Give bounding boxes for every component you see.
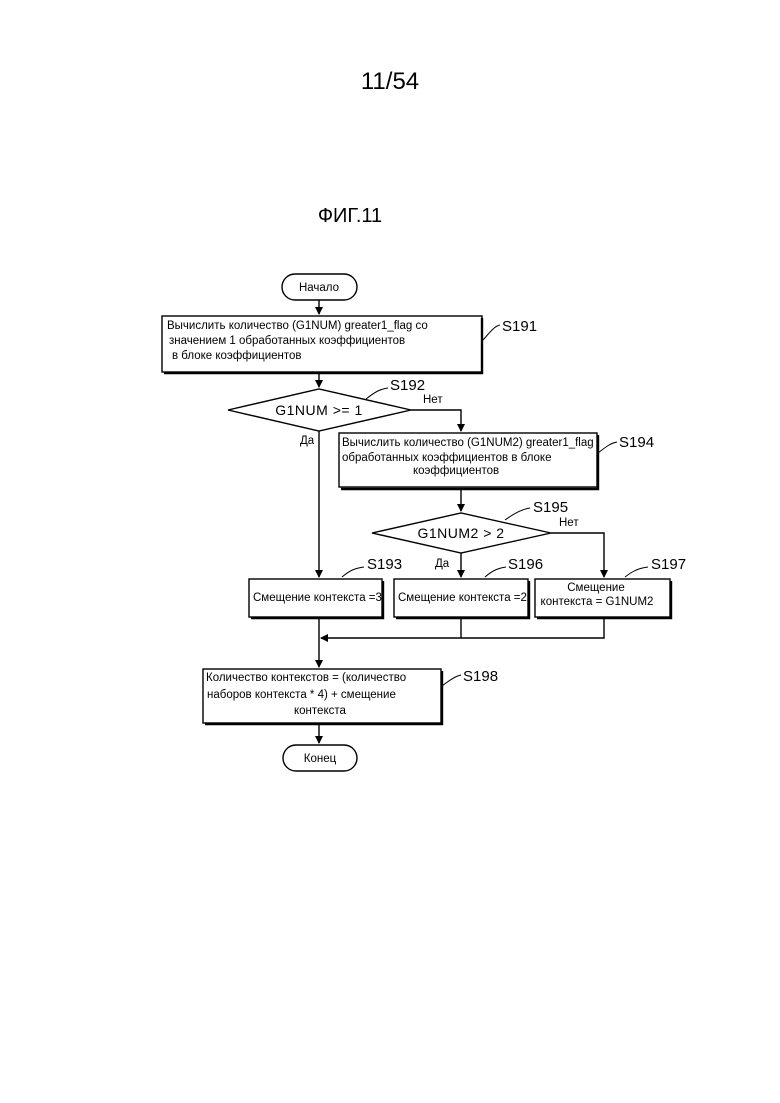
s196-text: Смещение контекста =2 — [398, 592, 527, 604]
merge-arrow-s197 — [321, 618, 604, 638]
s195-condition: G1NUM2 > 2 — [417, 525, 504, 541]
s194-line-3: коэффициентов — [413, 465, 499, 477]
process-box-s191: Вычислить количество (G1NUM) greater1_fl… — [162, 316, 482, 373]
s194-line-1: Вычислить количество (G1NUM2) greater1_f… — [342, 437, 594, 449]
process-box-s197: Смещение контекста = G1NUM2 — [535, 579, 671, 618]
s195-yes-label: Да — [435, 558, 450, 570]
step-label-s193: S193 — [367, 556, 402, 573]
decision-s195: G1NUM2 > 2 — [372, 513, 551, 553]
s191-line-2: значением 1 обработанных коэффициентов — [169, 335, 405, 347]
s192-condition: G1NUM >= 1 — [275, 402, 362, 418]
s195-leader — [505, 508, 530, 520]
s193-text: Смещение контекста =3 — [253, 592, 382, 604]
step-label-s197: S197 — [651, 556, 686, 573]
s194-line-2: обработанных коэффициентов в блоке — [342, 452, 551, 464]
s191-leader — [483, 325, 500, 340]
s191-line-3: в блоке коэффициентов — [172, 350, 302, 362]
end-label: Конец — [304, 753, 337, 765]
s198-leader — [442, 675, 461, 686]
process-box-s193: Смещение контекста =3 — [249, 579, 383, 618]
decision-s192: G1NUM >= 1 — [228, 389, 411, 431]
step-label-s194: S194 — [619, 434, 654, 451]
end-terminal: Конец — [283, 745, 357, 771]
s197-line-1: Смещение — [567, 582, 625, 594]
process-box-s196: Смещение контекста =2 — [394, 579, 529, 618]
step-label-s195: S195 — [533, 499, 568, 516]
step-label-s191: S191 — [502, 318, 537, 335]
step-label-s198: S198 — [463, 668, 498, 685]
start-label: Начало — [299, 282, 339, 294]
start-terminal: Начало — [282, 274, 357, 300]
s198-line-2: наборов контекста * 4) + смещение — [207, 689, 396, 701]
s194-leader — [598, 442, 617, 453]
s197-leader — [625, 567, 648, 577]
s195-no-label: Нет — [559, 517, 579, 529]
step-label-s196: S196 — [508, 556, 543, 573]
s192-no-label: Нет — [423, 394, 443, 406]
process-box-s198: Количество контекстов = (количество набо… — [203, 669, 442, 724]
s196-leader — [485, 567, 506, 577]
no-branch-arrow-s192 — [411, 410, 461, 431]
process-box-s194: Вычислить количество (G1NUM2) greater1_f… — [339, 433, 598, 489]
no-branch-arrow-s195 — [551, 533, 604, 577]
s198-line-3: контекста — [294, 705, 346, 717]
s191-line-1: Вычислить количество (G1NUM) greater1_fl… — [167, 320, 428, 332]
s198-line-1: Количество контекстов = (количество — [206, 672, 406, 684]
s193-leader — [342, 567, 364, 577]
s192-leader — [366, 388, 388, 399]
s197-line-2: контекста = G1NUM2 — [541, 596, 654, 608]
s192-yes-label: Да — [300, 435, 315, 447]
step-label-s192: S192 — [390, 377, 425, 394]
